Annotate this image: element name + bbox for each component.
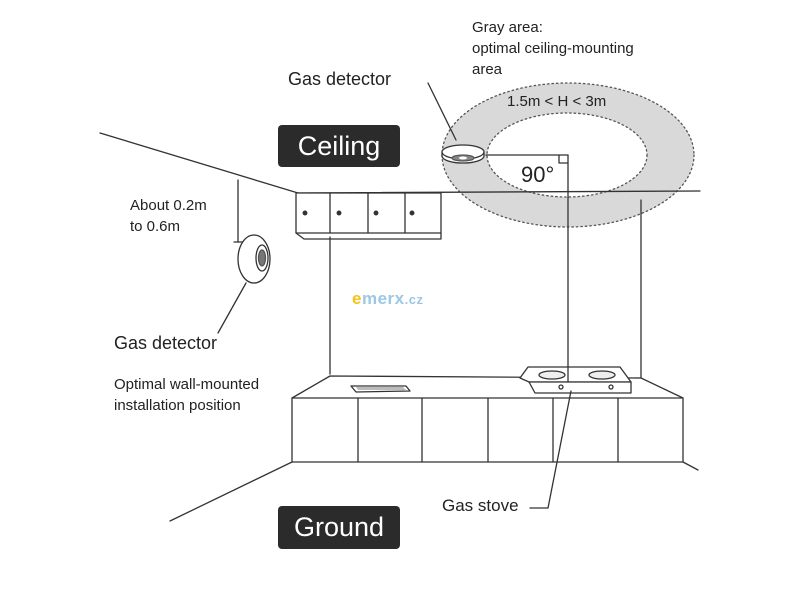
gas-stove: [519, 366, 632, 394]
right-angle-marker: [485, 154, 569, 164]
ceiling-outline: [99, 132, 701, 198]
watermark-suffix: .cz: [404, 292, 424, 307]
base-cabinet: [291, 375, 699, 471]
wall-cabinet: [295, 192, 442, 240]
distance-label-line2: to 0.6m: [130, 218, 181, 235]
ceiling-badge: Ceiling: [278, 125, 400, 167]
ceiling-detector-leader: [427, 82, 457, 141]
gray-area-line1: optimal ceiling-mounting: [472, 40, 634, 57]
gas-stove-label: Gas stove: [442, 496, 519, 515]
watermark-first-letter: e: [352, 289, 362, 308]
wall-gas-detector: [237, 234, 271, 284]
sink: [350, 385, 411, 393]
distance-label-line1: About 0.2m: [130, 197, 207, 214]
wall-position-line2: installation position: [114, 397, 241, 414]
gray-area-title: Gray area:: [472, 19, 543, 36]
gray-area-line2: area: [472, 61, 503, 78]
wall-outline: [329, 199, 642, 379]
angle-label: 90°: [521, 162, 555, 187]
height-range-label: 1.5m < H < 3m: [507, 93, 607, 110]
watermark-name: merx: [361, 289, 405, 308]
wall-gas-detector-label: Gas detector: [114, 333, 218, 353]
ceiling-gas-detector: [441, 144, 485, 164]
wall-detector-leader: [217, 282, 247, 334]
wall-position-line1: Optimal wall-mounted: [114, 376, 260, 393]
floor-line: [169, 461, 293, 522]
gas-stove-leader: [529, 390, 572, 509]
ground-badge: Ground: [278, 506, 400, 549]
distance-bracket: [233, 179, 243, 243]
watermark-logo: emerx.cz: [352, 289, 423, 309]
ceiling-gas-detector-label: Gas detector: [288, 69, 392, 89]
